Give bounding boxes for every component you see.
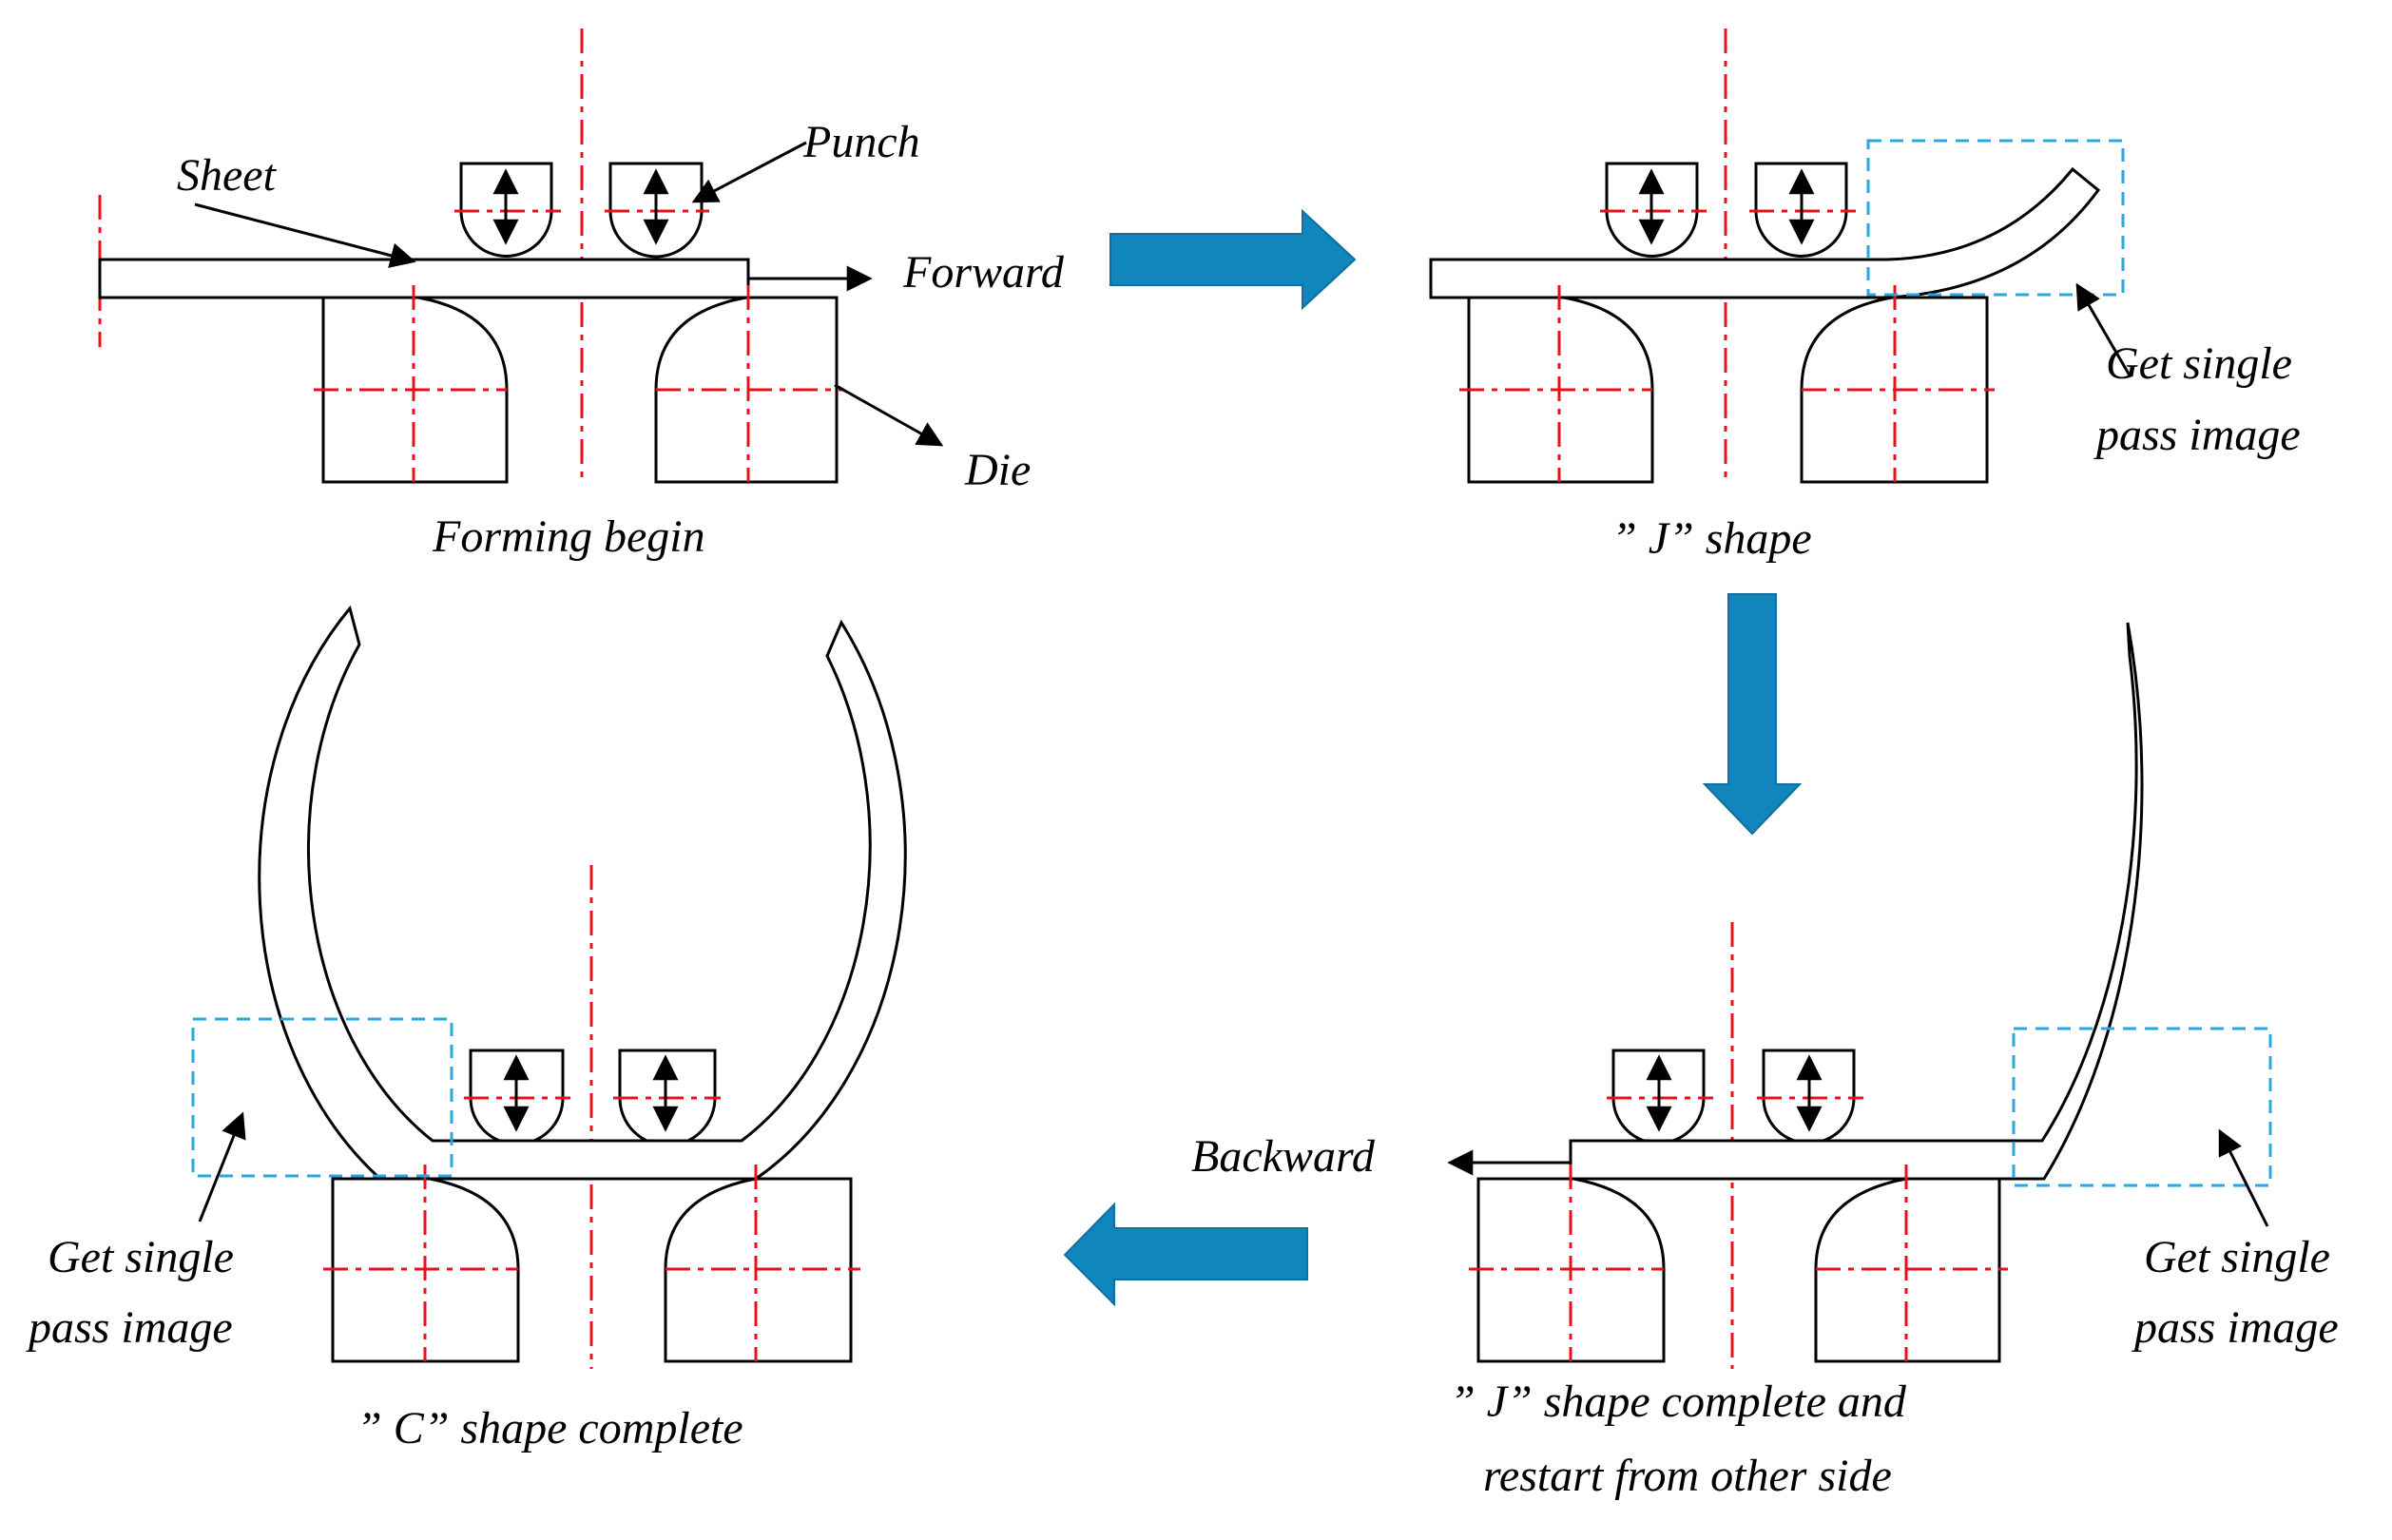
capture-box (1866, 139, 2125, 297)
label-get-single: Get single (2144, 1232, 2330, 1282)
panel-j-shape: Get single pass image ” J” shape (1429, 29, 2301, 564)
panel-c-shape-complete: Get single pass image ” C” shape complet… (26, 605, 907, 1453)
die-right (1800, 285, 1995, 484)
punch-left (464, 1049, 570, 1145)
die-left (314, 285, 509, 484)
punch-leader-arrow (691, 141, 807, 203)
sheet (1429, 166, 2101, 299)
sheet-leader-arrow (194, 202, 416, 268)
label-j-shape: ” J” shape (1611, 513, 1812, 564)
capture-leader-arrow (2218, 1128, 2269, 1227)
label-j-complete-line1: ” J” shape complete and (1450, 1376, 1907, 1427)
punch-left (1600, 162, 1707, 258)
stage-arrow-right-icon (1109, 208, 1357, 311)
label-get-single: Get single (2106, 338, 2292, 389)
sheet (98, 258, 750, 299)
die-left (323, 1165, 520, 1363)
die-right (654, 285, 844, 484)
punch-right (613, 1049, 721, 1147)
stage-arrow-left-icon (1063, 1202, 1308, 1307)
label-backward: Backward (1191, 1131, 1376, 1182)
label-sheet: Sheet (177, 150, 278, 201)
die-right (664, 1165, 860, 1363)
die-left (1459, 285, 1654, 484)
panel-j-shape-complete: Backward Get single pass image ” J” shap… (1191, 622, 2339, 1501)
punch-right (1749, 162, 1856, 258)
die-right (1814, 1165, 2008, 1363)
label-get-single: Get single (48, 1232, 234, 1282)
label-pass-image: pass image (26, 1302, 233, 1353)
label-j-complete-line2: restart from other side (1483, 1451, 1892, 1501)
label-forward: Forward (902, 247, 1065, 298)
capture-leader-arrow (2075, 282, 2132, 376)
label-punch: Punch (802, 117, 920, 167)
punch-right (605, 162, 709, 259)
panel-forming-begin: Sheet Punch Forward Die Forming begin (98, 29, 1065, 562)
capture-box (191, 1017, 453, 1178)
punch-right (1757, 1049, 1863, 1145)
sheet (258, 605, 907, 1181)
label-forming-begin: Forming begin (432, 511, 705, 562)
capture-leader-arrow (198, 1111, 246, 1222)
capture-box (2012, 1027, 2272, 1187)
stage-arrow-down-icon (1702, 593, 1803, 836)
label-pass-image: pass image (2132, 1302, 2339, 1353)
label-pass-image: pass image (2093, 410, 2301, 460)
punch-left (1607, 1049, 1713, 1145)
die-left (1469, 1165, 1666, 1363)
punch-left (454, 162, 561, 258)
die-leader-arrow (834, 383, 944, 447)
label-c-shape-complete: ” C” shape complete (357, 1403, 743, 1453)
label-die: Die (964, 445, 1031, 495)
sheet (1569, 622, 2144, 1181)
